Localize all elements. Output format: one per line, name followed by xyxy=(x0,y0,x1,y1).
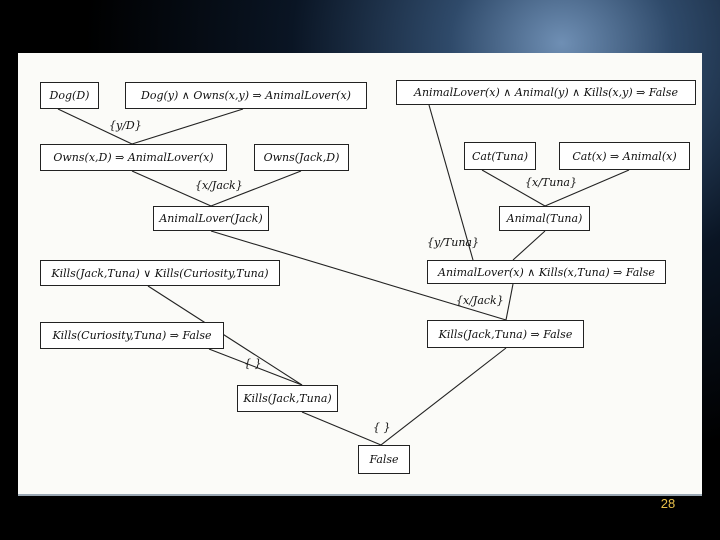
edge xyxy=(57,108,133,145)
node-dog-owns-rule: Dog(y) ∧ Owns(x,y) ⇒ AnimalLover(x) xyxy=(125,82,367,109)
edge xyxy=(428,104,474,261)
node-cat-tuna: Cat(Tuna) xyxy=(464,142,536,170)
resolution-edges xyxy=(57,104,630,446)
substitution-y-tuna: {y/Tuna} xyxy=(427,236,479,249)
edge xyxy=(301,411,382,446)
node-kills-jack-tuna: Kills(Jack,Tuna) xyxy=(237,385,338,412)
substitution-x-tuna: {x/Tuna} xyxy=(525,176,577,189)
resolution-diagram: Dog(D) Dog(y) ∧ Owns(x,y) ⇒ AnimalLover(… xyxy=(18,53,702,494)
page-number: 28 xyxy=(660,496,676,511)
node-dog-d: Dog(D) xyxy=(40,82,99,109)
edge xyxy=(505,283,514,321)
edge xyxy=(208,348,303,386)
node-cat-animal-rule: Cat(x) ⇒ Animal(x) xyxy=(559,142,690,170)
node-kills-jack-false: Kills(Jack,Tuna) ⇒ False xyxy=(427,320,584,348)
edge xyxy=(512,230,546,261)
edge xyxy=(380,347,507,446)
edge xyxy=(147,285,303,386)
edge xyxy=(210,230,507,321)
node-animallover-jack: AnimalLover(Jack) xyxy=(153,206,269,231)
edge xyxy=(481,169,546,207)
node-owns-jack-d: Owns(Jack,D) xyxy=(254,144,349,171)
substitution-x-jack-1: {x/Jack} xyxy=(195,179,243,192)
node-kills-or: Kills(Jack,Tuna) ∨ Kills(Curiosity,Tuna) xyxy=(40,260,280,286)
edge xyxy=(131,170,212,207)
node-animallover-animal-kills-rule: AnimalLover(x) ∧ Animal(y) ∧ Kills(x,y) … xyxy=(396,80,696,105)
node-owns-x-d: Owns(x,D) ⇒ AnimalLover(x) xyxy=(40,144,227,171)
node-animallover-kills-rule: AnimalLover(x) ∧ Kills(x,Tuna) ⇒ False xyxy=(427,260,666,284)
substitution-empty-2: { } xyxy=(373,421,391,434)
node-false: False xyxy=(358,445,410,474)
node-animal-tuna: Animal(Tuna) xyxy=(499,206,590,231)
edge xyxy=(210,170,302,207)
substitution-y-d: {y/D} xyxy=(109,119,142,132)
edge xyxy=(131,108,244,145)
substitution-x-jack-2: {x/Jack} xyxy=(456,294,504,307)
edge xyxy=(544,169,630,207)
slide-bottom-rule xyxy=(18,494,702,496)
substitution-empty-1: { } xyxy=(244,357,262,370)
node-kills-curiosity-false: Kills(Curiosity,Tuna) ⇒ False xyxy=(40,322,224,349)
